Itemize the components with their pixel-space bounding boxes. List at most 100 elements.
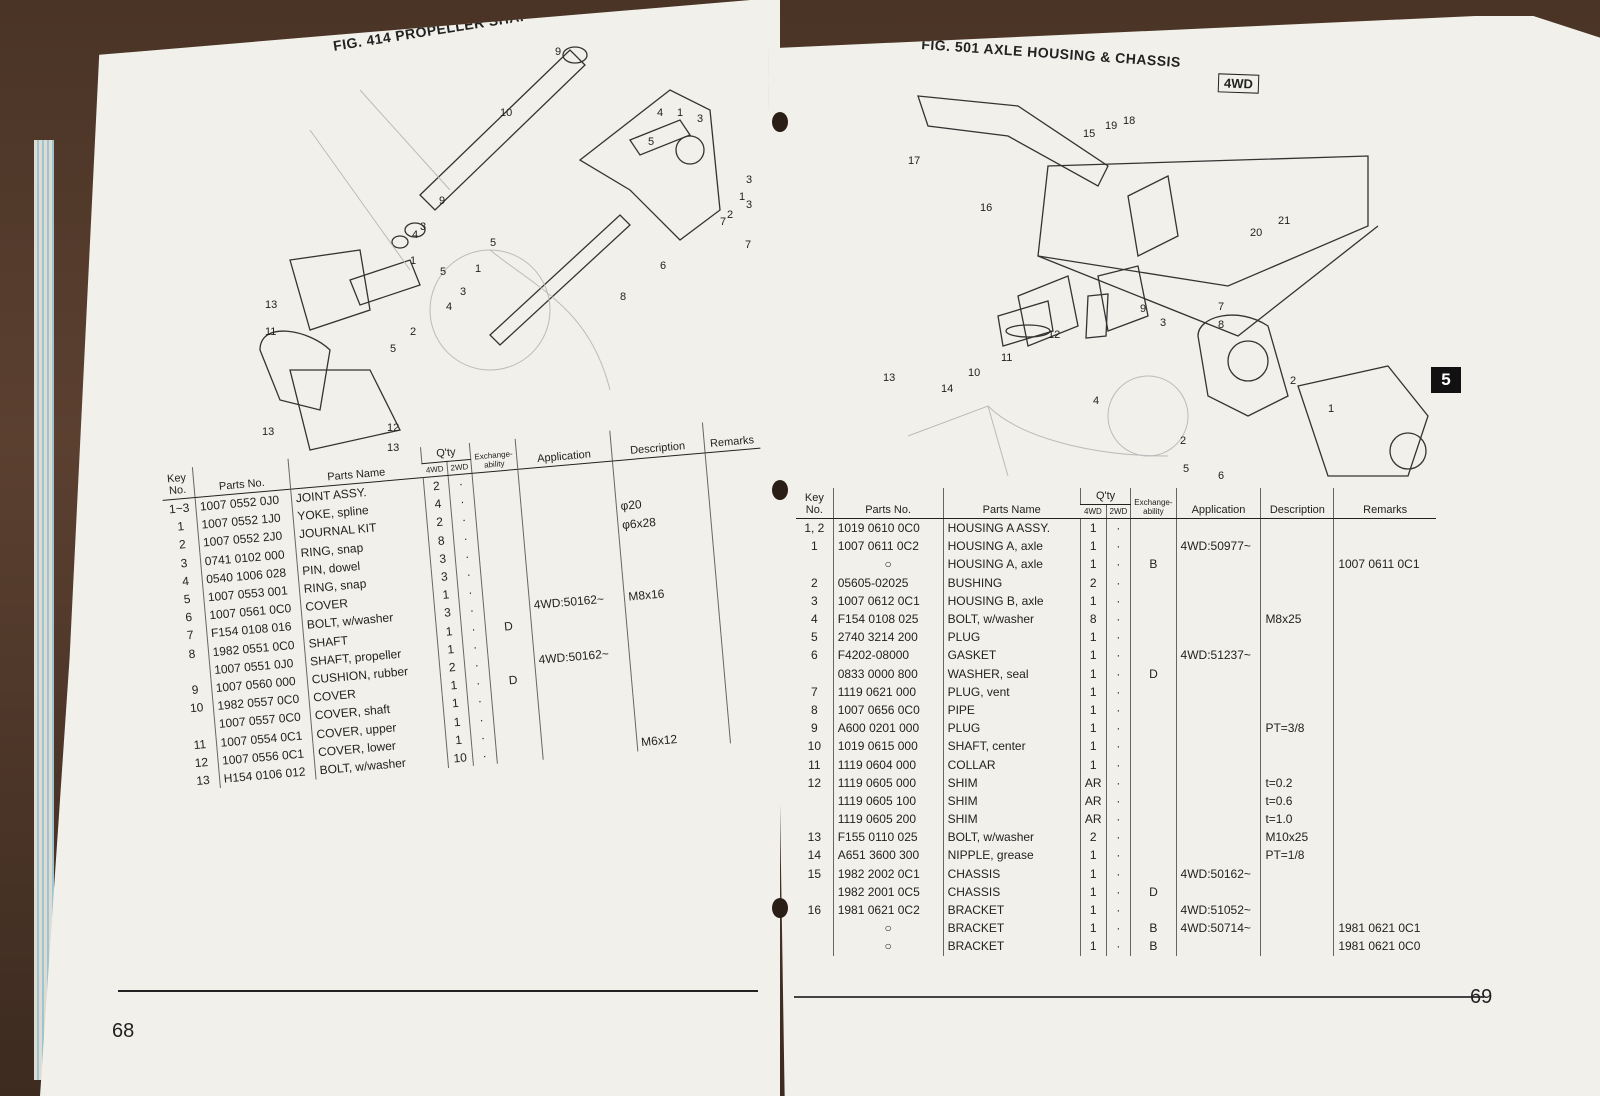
qty-4wd-cell: 1 [1079, 518, 1106, 538]
qty-4wd-cell: 1 [1079, 646, 1106, 665]
parts-table-left: Key No. Parts No. Parts Name Q'ty Exchan… [160, 417, 780, 791]
callout: 9 [555, 46, 561, 58]
description-cell [1260, 737, 1334, 756]
key-no-header: Key No. [796, 488, 834, 519]
remarks-cell [1333, 646, 1436, 665]
exchangeability-cell [1130, 682, 1177, 701]
qty-4wd-cell: 1 [1079, 864, 1106, 883]
parts-no-cell: 0833 0000 800 [832, 664, 944, 683]
callout: 13 [265, 299, 277, 311]
parts-name-cell: SHAFT, center [942, 737, 1081, 756]
remarks-cell [1333, 682, 1436, 701]
parts-name-cell: SHIM [942, 810, 1081, 829]
callout: 20 [1250, 227, 1262, 239]
description-cell [1260, 573, 1334, 592]
qty-2wd-cell: · [1105, 682, 1131, 701]
qty-4wd-header: 4WD [1080, 504, 1106, 519]
qty-2wd-cell: · [471, 745, 498, 766]
description-cell [1260, 755, 1334, 774]
callout: 2 [410, 326, 416, 338]
callout: 3 [1160, 317, 1166, 329]
left-page: FIG. 414 PROPELLER SHAF 9 10 4 1 3 5 [40, 0, 780, 1096]
exchangeability-cell: D [1130, 664, 1177, 683]
qty-2wd-cell: · [1105, 846, 1131, 865]
description-cell [1260, 537, 1334, 556]
callout: 6 [1218, 470, 1224, 482]
qty-4wd-cell: 1 [1079, 937, 1106, 956]
remarks-cell [1333, 609, 1436, 629]
application-cell [1175, 791, 1261, 810]
parts-name-header: Parts Name [942, 488, 1081, 519]
qty-4wd-cell: 1 [1079, 628, 1106, 647]
application-cell [1175, 773, 1261, 792]
callout: 18 [1123, 115, 1135, 127]
remarks-cell [1333, 628, 1436, 647]
key-no-cell: 4 [811, 612, 818, 627]
key-no-cell: 13 [807, 830, 822, 845]
remarks-header: Remarks [702, 417, 761, 453]
page-number: 68 [112, 1020, 135, 1042]
application-cell: 4WD:50977~ [1175, 537, 1261, 556]
callout: 7 [1218, 301, 1224, 313]
qty-2wd-cell: · [1105, 628, 1131, 647]
remarks-cell [1333, 846, 1436, 865]
callout: 5 [648, 136, 654, 148]
remarks-cell [728, 720, 780, 744]
qty-2wd-cell: · [1105, 937, 1131, 956]
remarks-cell [1333, 791, 1436, 810]
exchangeability-cell [1130, 828, 1177, 847]
key-no-cell [796, 919, 833, 937]
callout: 1 [410, 255, 416, 267]
qty-4wd-cell: 1 [1079, 682, 1106, 701]
page-stack-edge [34, 140, 54, 1080]
description-cell [1260, 937, 1334, 956]
description-cell [1260, 591, 1334, 610]
exchangeability-cell: D [1130, 882, 1177, 901]
qty-2wd-cell: · [455, 564, 482, 585]
callout: 3 [746, 174, 752, 186]
parts-no-cell: 1019 0615 000 [832, 737, 944, 756]
page-number: 69 [1470, 986, 1493, 1008]
callout: 13 [387, 442, 399, 454]
key-no-cell [796, 555, 833, 573]
remarks-cell [1333, 573, 1436, 592]
qty-2wd-cell: · [1105, 700, 1131, 720]
parts-name-cell: PLUG [942, 719, 1081, 738]
parts-no-cell: ○ [832, 937, 944, 956]
remarks-cell: 1981 0621 0C0 [1333, 937, 1436, 956]
callout: 4 [657, 107, 663, 119]
exchangeability-cell [1130, 810, 1177, 829]
qty-4wd-cell: 2 [1079, 828, 1106, 847]
parts-name-cell: HOUSING A ASSY. [942, 518, 1081, 538]
binder-hole [772, 898, 788, 918]
remarks-cell [1333, 591, 1436, 610]
table-header-row: Key No. Parts No. Parts Name Q'ty Exchan… [796, 488, 1436, 519]
key-no-cell [796, 665, 833, 683]
callout: 13 [883, 372, 895, 384]
exchangeability-cell [1130, 646, 1177, 665]
key-no-cell: 12 [807, 775, 822, 790]
callout: 12 [387, 422, 399, 434]
remarks-cell [1333, 737, 1436, 756]
qty-2wd-cell: · [452, 528, 479, 549]
description-cell [1260, 646, 1334, 665]
parts-no-header: Parts No. [832, 488, 944, 519]
parts-name-cell: BOLT, w/washer [942, 828, 1081, 847]
application-cell [1175, 555, 1261, 574]
parts-no-cell: 1119 0621 000 [832, 682, 944, 701]
qty-2wd-cell: · [1105, 828, 1131, 847]
qty-4wd-cell: 1 [1079, 919, 1106, 938]
qty-2wd-cell: · [447, 473, 474, 495]
callout: 1 [677, 107, 683, 119]
qty-4wd-cell: 1 [1079, 664, 1106, 683]
callout: 19 [1105, 120, 1117, 132]
